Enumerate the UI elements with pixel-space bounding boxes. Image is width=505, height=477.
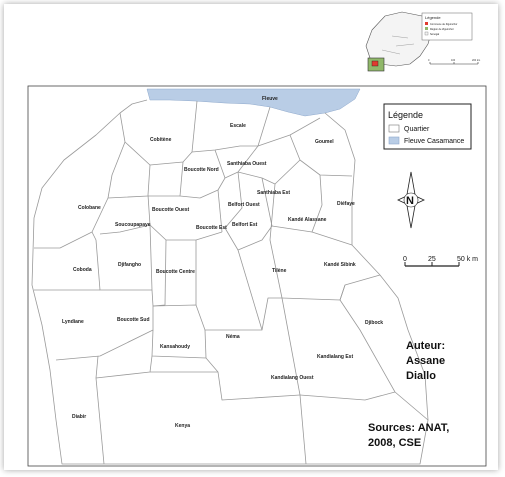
north-label: N <box>406 195 414 207</box>
legend-swatch-quartier <box>388 124 400 133</box>
scale-label: 0 <box>403 256 407 263</box>
river-label: Fleuve <box>262 96 278 102</box>
quartier-labels: Fleuve Cobitène Escale Goumel Boucotte N… <box>62 96 383 429</box>
quartier-label: Belfort Est <box>232 222 258 228</box>
quartier-label: Kandé Sibink <box>324 262 356 268</box>
quartier-label: Kansahoudy <box>160 344 190 350</box>
quartier-boundaries <box>31 99 429 465</box>
quartier-label: Néma <box>226 334 240 340</box>
quartier-label: Boucotte Nord <box>184 167 219 173</box>
quartier-label: Lyndiane <box>62 319 84 325</box>
quartier-label: Boucotte Centre <box>156 269 195 275</box>
quartier-label: Kandialang Ouest <box>271 375 314 381</box>
quartier-label: Colobane <box>78 205 101 211</box>
quartier-label: Coboda <box>73 267 92 273</box>
author-line: Assane <box>406 355 445 367</box>
legend-item-label: Fleuve Casamance <box>404 138 464 145</box>
river-fleuve <box>146 88 361 117</box>
legend-title: Légende <box>388 110 423 120</box>
quartier-label: Santhiaba Est <box>257 190 290 196</box>
legend-swatch-fleuve <box>388 136 400 145</box>
legend-item-label: Quartier <box>404 126 430 133</box>
sources-block: Sources: ANAT, 2008, CSE <box>368 422 449 449</box>
sources-line: Sources: ANAT, <box>368 422 449 434</box>
quartier-label: Santhiaba Ouest <box>227 161 267 167</box>
quartier-label: Escale <box>230 123 246 129</box>
map-legend: Légende Quartier Fleuve Casamance <box>383 103 472 150</box>
scale-bar: 0 25 50 k m <box>403 256 478 267</box>
quartier-label: Soucoupapaye <box>115 222 151 228</box>
inset-commune-highlight <box>371 60 379 67</box>
inset-legend-item: Commune de Ziguinchor <box>430 23 458 26</box>
quartier-label: Boucotte Est <box>196 225 227 231</box>
quartier-label: Diéfaye <box>337 201 355 207</box>
quartier-label: Boucotte Sud <box>117 317 150 323</box>
quartier-label: Djifangho <box>118 262 141 268</box>
north-arrow-icon: N <box>397 171 425 229</box>
scale-label: 50 k m <box>457 256 478 263</box>
quartier-label: Diabir <box>72 414 86 420</box>
quartier-label: Belfort Ouest <box>228 202 260 208</box>
quartier-label: Tilène <box>272 268 287 274</box>
quartier-label: Boucotte Ouest <box>152 207 190 213</box>
inset-scale-label: 200 km <box>472 59 480 62</box>
sources-line: 2008, CSE <box>368 437 421 449</box>
inset-map: Légende Commune de Ziguinchor Région de … <box>365 11 480 72</box>
inset-scale-label: 100 <box>451 59 456 62</box>
inset-legend-title: Légende <box>425 15 441 20</box>
author-line: Diallo <box>406 370 436 382</box>
quartier-label: Kenya <box>175 423 190 429</box>
inset-legend-item: Sénégal <box>430 33 440 36</box>
quartier-label: Goumel <box>315 139 334 145</box>
quartier-label: Kandialang Est <box>317 354 353 360</box>
author-block: Auteur: Assane Diallo <box>406 340 445 382</box>
inset-scale-label: 0 <box>428 59 430 62</box>
quartier-label: Cobitène <box>150 137 172 143</box>
author-line: Auteur: <box>406 340 445 352</box>
quartier-label: Kandé Alassane <box>288 217 327 223</box>
quartier-label: Djibock <box>365 320 383 326</box>
inset-legend-item: Région de Ziguinchor <box>430 28 454 31</box>
scale-label: 25 <box>428 256 436 263</box>
